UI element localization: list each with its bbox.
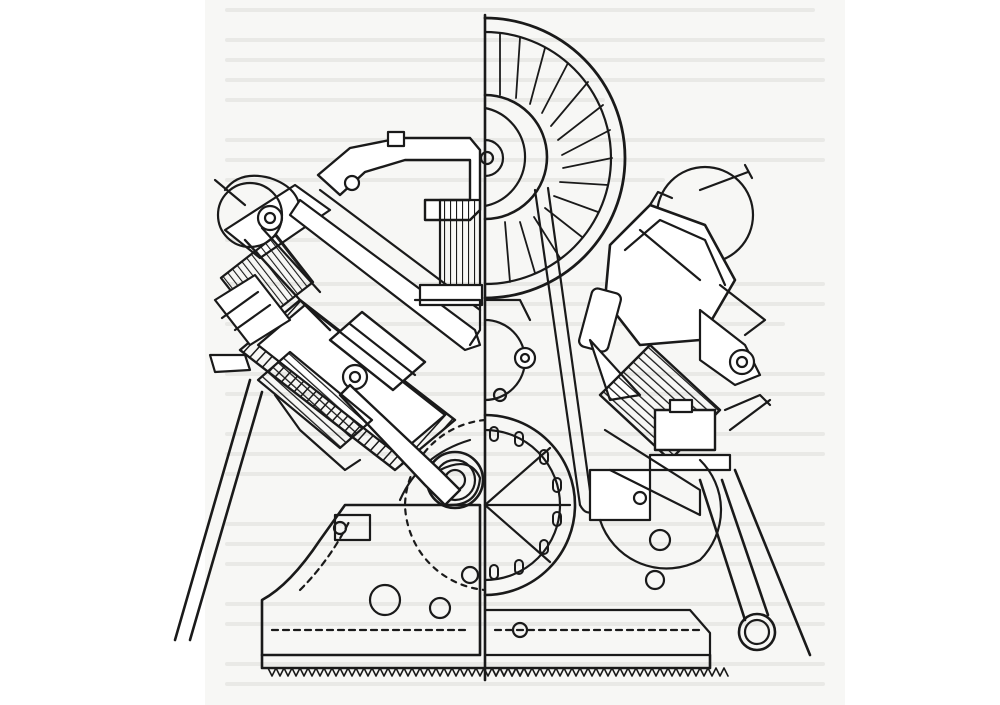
right-cylinder-exterior <box>590 345 770 568</box>
intake-manifold <box>318 132 482 345</box>
frame-tubes <box>175 380 810 655</box>
cooling-fan-pulley <box>481 18 625 513</box>
timing-gear <box>485 300 535 401</box>
left-cylinder-section <box>210 176 480 505</box>
